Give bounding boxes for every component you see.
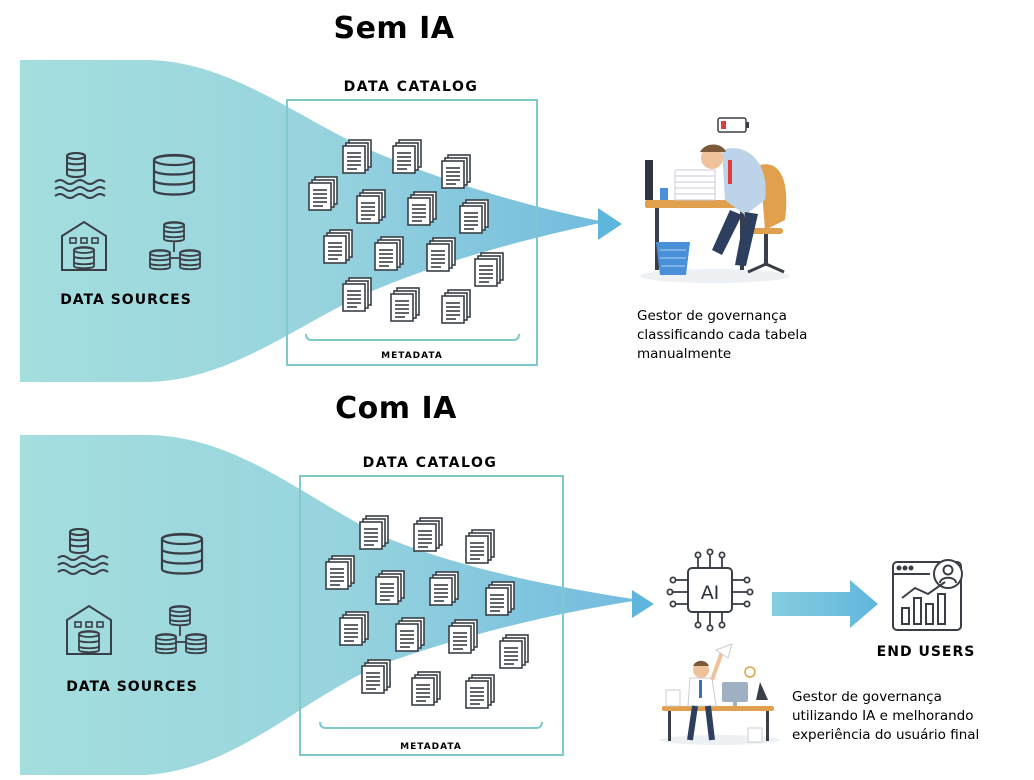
metadata-label: METADATA bbox=[400, 742, 462, 752]
data-catalog-frame bbox=[299, 475, 564, 756]
end-users-label: END USERS bbox=[877, 644, 976, 660]
flow-arrow-head bbox=[598, 208, 622, 240]
catalog-label: DATA CATALOG bbox=[344, 79, 479, 95]
metadata-bracket bbox=[305, 333, 520, 341]
catalog-label: DATA CATALOG bbox=[363, 455, 498, 471]
caption-line: classificando cada tabela bbox=[637, 327, 807, 343]
caption-line: Gestor de governança bbox=[637, 308, 787, 324]
caption-line: utilizando IA e melhorando bbox=[792, 708, 973, 724]
metadata-bracket bbox=[319, 721, 543, 729]
flow-arrow bbox=[772, 580, 878, 628]
section-com-ia: AI END USERS bbox=[20, 435, 976, 775]
ai-chip-label: AI bbox=[701, 582, 720, 604]
flow-arrow-head bbox=[632, 590, 654, 618]
caption-sem-ia: Gestor de governança classificando cada … bbox=[637, 308, 812, 362]
analytics-dashboard-icon bbox=[892, 559, 963, 631]
data-flow-funnel bbox=[20, 60, 605, 382]
data-sources-label: DATA SOURCES bbox=[60, 292, 192, 308]
ai-chip-icon: AI bbox=[666, 548, 754, 632]
caption-line: Gestor de governança bbox=[792, 689, 942, 705]
happy-manager-illustration bbox=[660, 643, 780, 745]
section-title-com-ia: Com IA bbox=[335, 391, 457, 426]
data-catalog-frame bbox=[286, 99, 538, 366]
low-battery-icon bbox=[717, 117, 749, 133]
caption-line: experiência do usuário final bbox=[792, 727, 979, 743]
section-title-sem-ia: Sem IA bbox=[333, 11, 454, 46]
caption-com-ia: Gestor de governança utilizando IA e mel… bbox=[792, 689, 979, 743]
metadata-label: METADATA bbox=[381, 351, 443, 361]
section-sem-ia bbox=[20, 60, 790, 382]
data-flow-funnel bbox=[20, 435, 640, 775]
tired-manager-illustration bbox=[640, 117, 790, 283]
data-sources-label: DATA SOURCES bbox=[66, 679, 198, 695]
caption-line: manualmente bbox=[637, 346, 731, 362]
